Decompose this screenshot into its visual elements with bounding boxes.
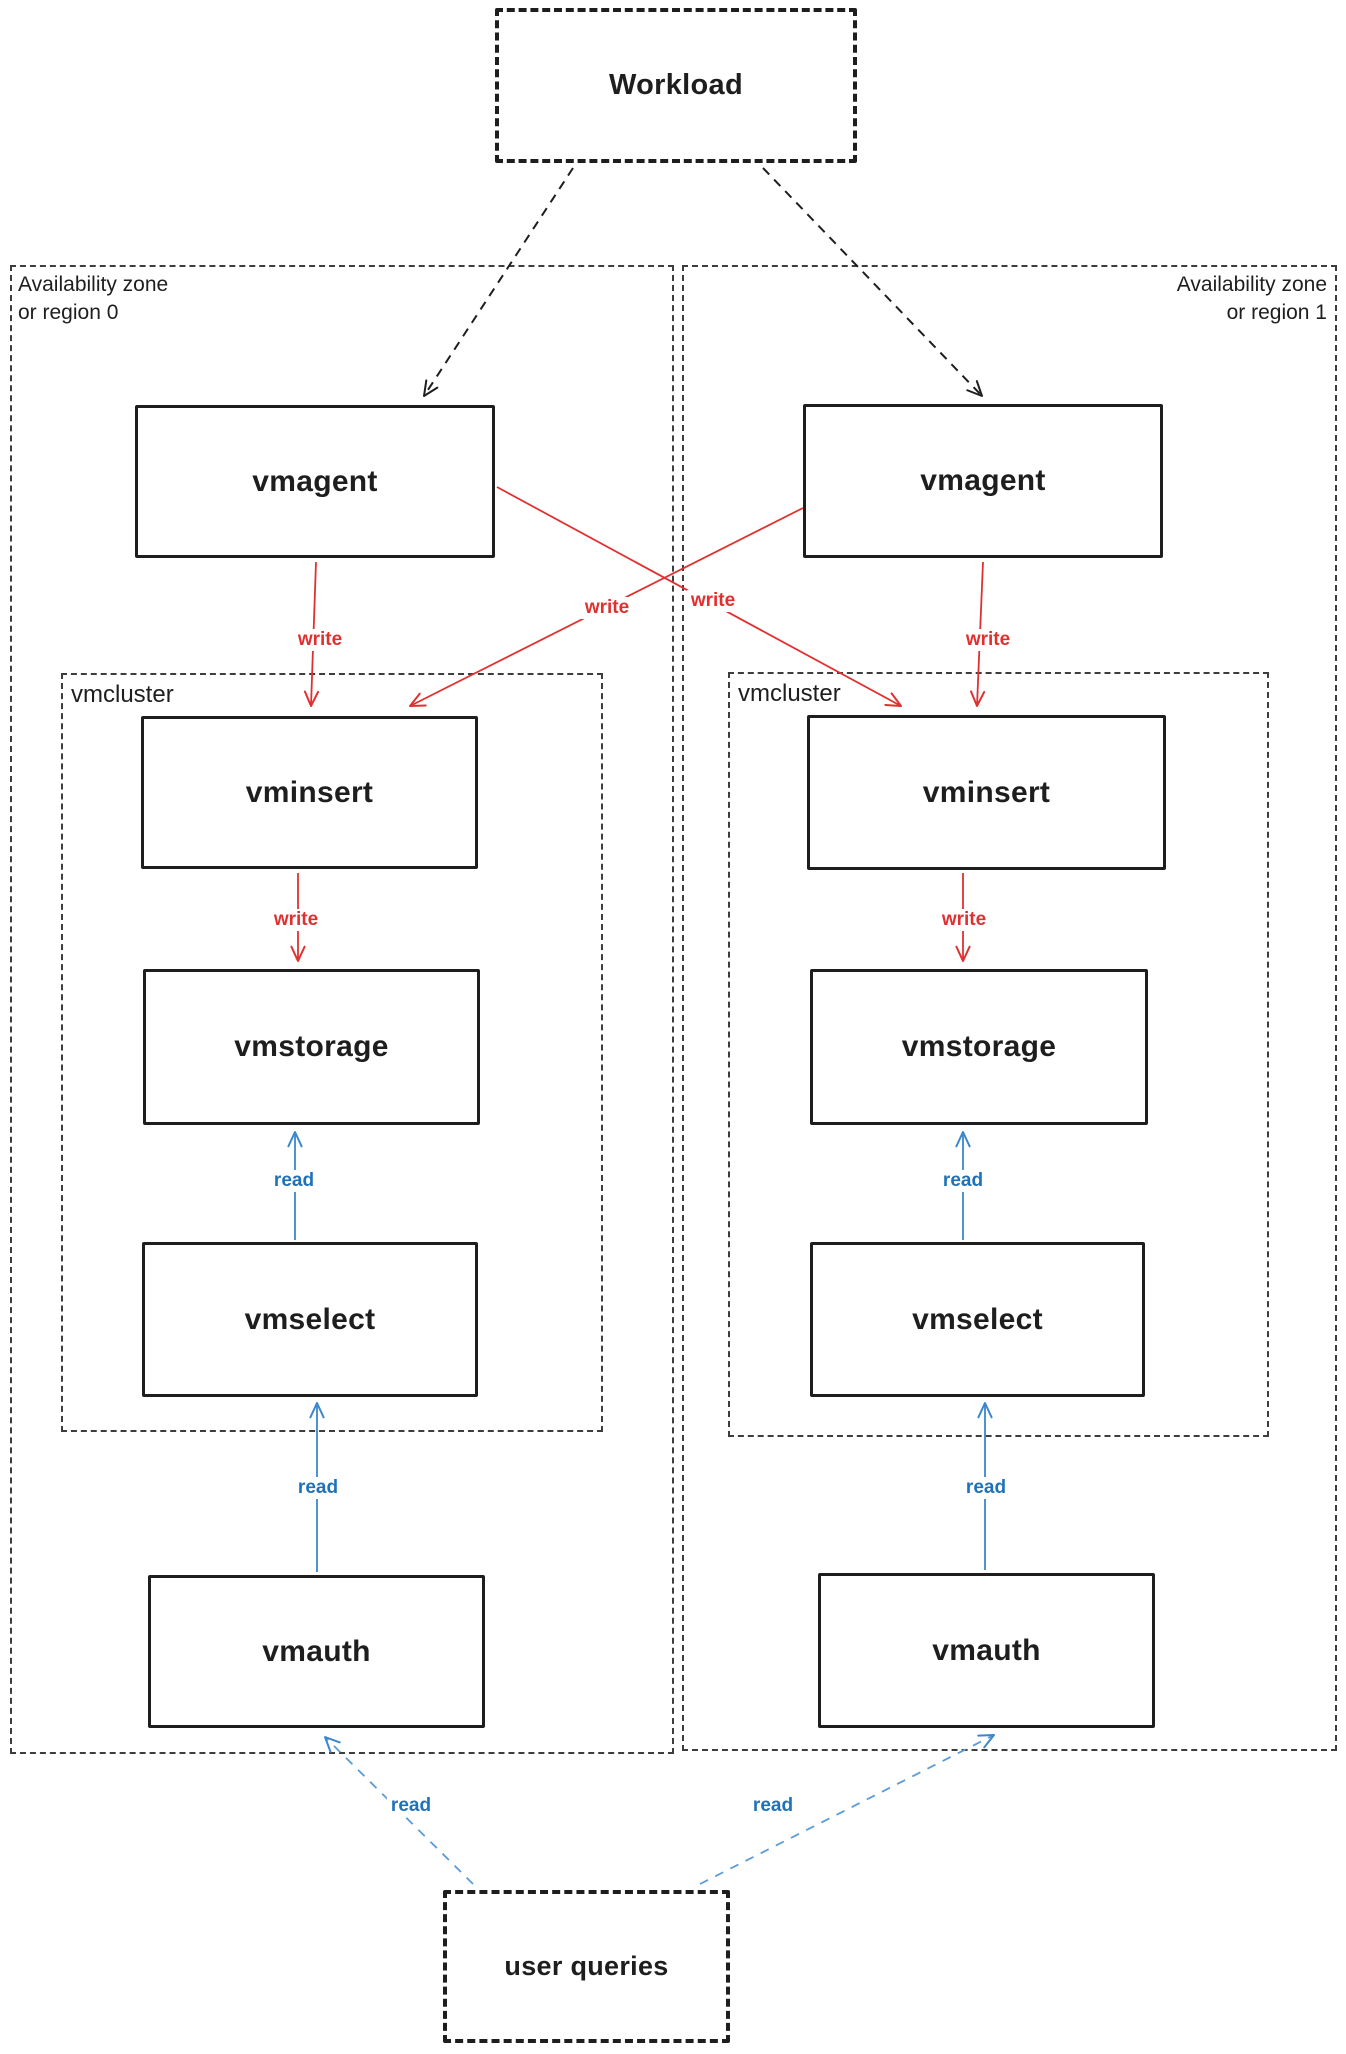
edge-label-read-userqueries1: read <box>748 1795 798 1817</box>
zone-0-title-line1: Availability zone <box>18 273 169 296</box>
zone-0-container: Availability zone or region 0 <box>10 265 674 1754</box>
workload-node: Workload <box>495 8 857 163</box>
edge-label-write-vmagent1: write <box>961 629 1015 651</box>
edge-label-write-vmagent0: write <box>293 629 347 651</box>
vmstorage-0-label: vmstorage <box>234 1030 389 1063</box>
vmselect-0-node: vmselect <box>142 1242 478 1397</box>
edge-label-read-vmauth0: read <box>293 1477 343 1499</box>
user-queries-label: user queries <box>504 1951 669 1981</box>
edge-userqueries-to-vmauth1 <box>699 1734 995 1885</box>
vmcluster-0-label: vmcluster <box>71 681 174 708</box>
vmagent-1-node: vmagent <box>803 404 1163 558</box>
vmauth-1-node: vmauth <box>818 1573 1155 1728</box>
zone-1-title-line2: or region 1 <box>1226 301 1327 325</box>
edge-workload-to-vmagent-1 <box>762 167 983 397</box>
edge-label-write-vminsert1: write <box>937 909 991 931</box>
user-queries-node: user queries <box>443 1890 730 2043</box>
zone-0-title-line2: or region 0 <box>18 301 119 325</box>
vmstorage-0-node: vmstorage <box>143 969 480 1125</box>
vmagent-0-label: vmagent <box>252 464 378 498</box>
edge-label-read-vmselect0: read <box>269 1170 319 1192</box>
vmselect-0-label: vmselect <box>244 1302 376 1336</box>
vminsert-0-label: vminsert <box>245 775 374 809</box>
edge-label-read-vmselect1: read <box>938 1170 988 1192</box>
vminsert-1-label: vminsert <box>922 775 1051 809</box>
zone-1-container: Availability zone or region 1 <box>682 265 1337 1751</box>
vmcluster-1-container: vmcluster <box>728 672 1269 1437</box>
zone-1-title: Availability zone or region 1 <box>1177 271 1327 328</box>
edge-workload-to-vmagent-0 <box>423 167 574 397</box>
vmcluster-0-container: vmcluster <box>61 673 603 1432</box>
zone-1-title-line1: Availability zone <box>1176 273 1327 296</box>
vmauth-0-label: vmauth <box>262 1634 371 1668</box>
vmselect-1-node: vmselect <box>810 1242 1145 1397</box>
vminsert-0-node: vminsert <box>141 716 478 869</box>
vmcluster-1-label: vmcluster <box>738 680 841 707</box>
vmstorage-1-label: vmstorage <box>901 1030 1057 1063</box>
vmagent-0-node: vmagent <box>135 405 495 558</box>
vmselect-1-label: vmselect <box>912 1302 1043 1336</box>
vmauth-1-label: vmauth <box>932 1633 1041 1667</box>
edge-label-write-cross-0to1: write <box>686 590 740 612</box>
edge-label-write-cross-1to0: write <box>580 597 634 619</box>
vminsert-1-node: vminsert <box>807 715 1166 870</box>
edge-label-write-vminsert0: write <box>269 909 323 931</box>
edge-label-read-vmauth1: read <box>961 1477 1011 1499</box>
vmstorage-1-node: vmstorage <box>810 969 1148 1125</box>
vmauth-0-node: vmauth <box>148 1575 485 1728</box>
workload-label: Workload <box>609 69 743 101</box>
vmagent-1-label: vmagent <box>920 464 1046 497</box>
edge-label-read-userqueries0: read <box>386 1795 436 1817</box>
zone-0-title: Availability zone or region 0 <box>18 271 168 328</box>
